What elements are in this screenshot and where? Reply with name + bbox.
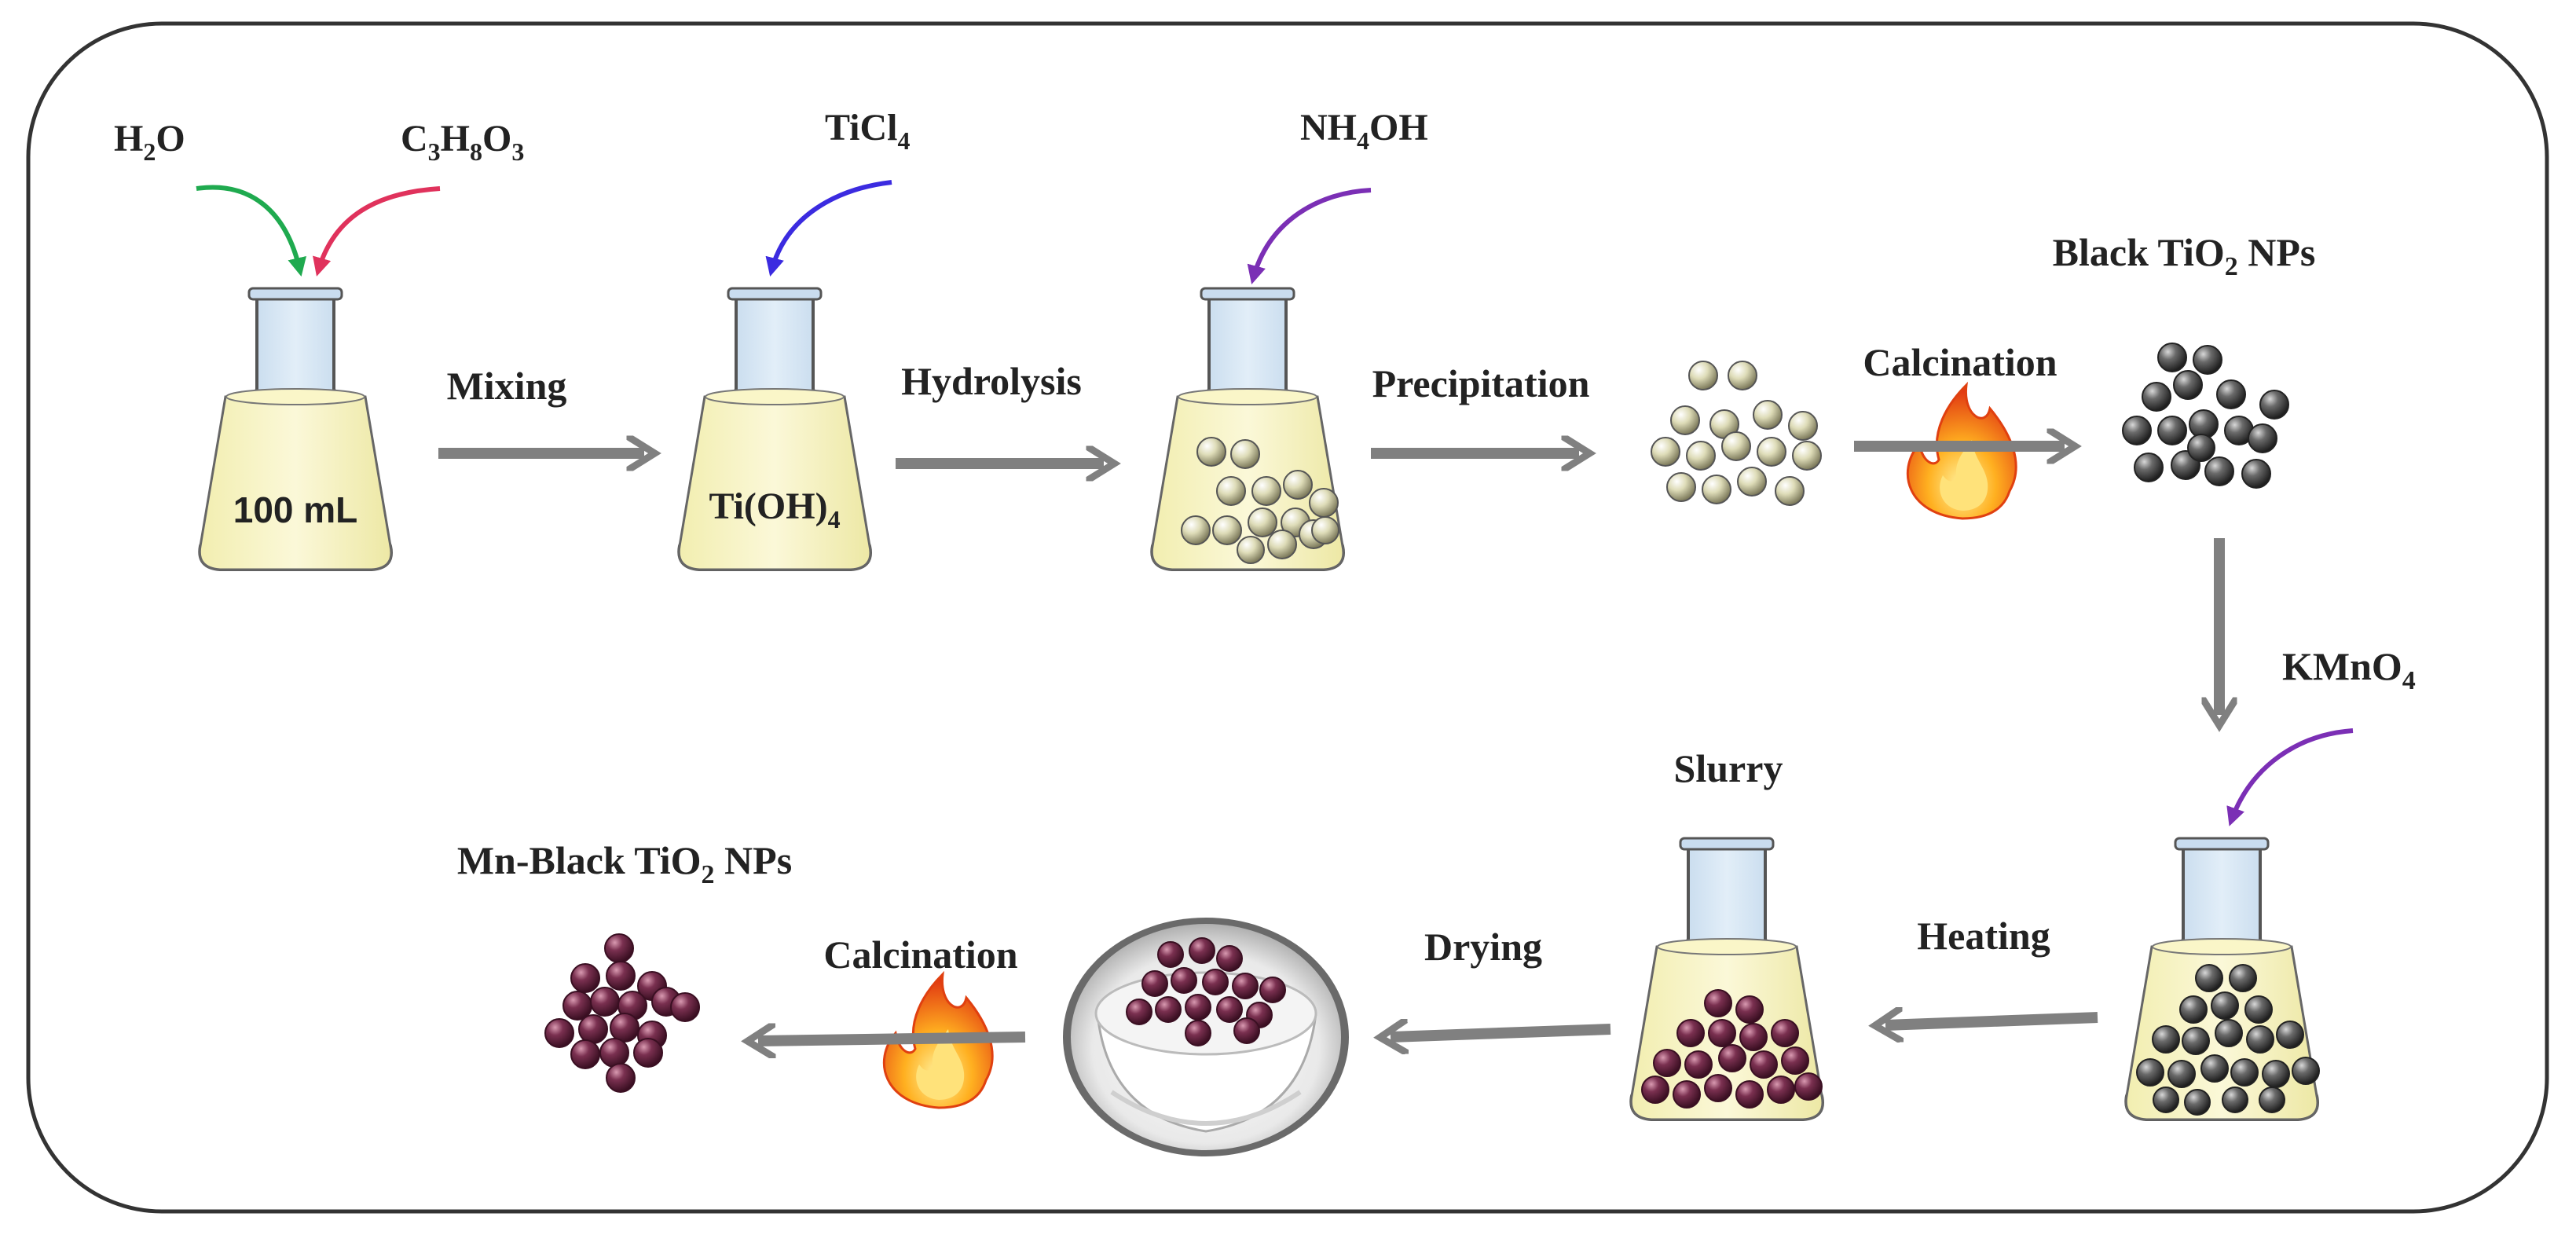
step-hydrolysis-label: Hydrolysis (901, 359, 1082, 403)
drying-arrow (1391, 1029, 1611, 1037)
flask-icon (198, 287, 393, 571)
flask2-content-label: Ti(OH)4 (709, 486, 840, 533)
flask-icon (677, 287, 872, 571)
flask1-volume-label: 100 mL (233, 489, 358, 530)
calcination2-arrow (758, 1037, 1026, 1041)
product-slurry-label: Slurry (1674, 746, 1783, 790)
reagent-nh4oh-label: NH4OH (1300, 107, 1428, 155)
step-heating-label: Heating (1917, 914, 2050, 958)
flask-icon (1629, 837, 1824, 1121)
diagram-frame (26, 21, 2549, 1214)
reagent-ticl4-label: TiCl4 (825, 107, 910, 155)
nanoparticle-cluster-icon (1651, 361, 1822, 506)
step-mixing-label: Mixing (447, 364, 567, 408)
reagent-kmno4-label: KMnO4 (2282, 644, 2416, 695)
flask-icon (1150, 287, 1345, 571)
product-black-tio2-label: Black TiO2 NPs (2053, 230, 2316, 281)
flask-icon (2124, 837, 2320, 1121)
glycerol-addition-arrow (313, 186, 441, 277)
nanoparticle-cluster-icon (2122, 343, 2289, 489)
mortar-icon (1063, 918, 1349, 1156)
step-precipitation-label: Precipitation (1372, 361, 1590, 405)
nanoparticle-cluster-icon (544, 933, 700, 1093)
product-mn-black-tio2-label: Mn-Black TiO2 NPs (457, 838, 792, 889)
ticl4-addition-arrow (765, 180, 892, 277)
step-calcination2-label: Calcination (823, 933, 1017, 977)
step-calcination1-label: Calcination (1863, 340, 2057, 384)
water-addition-arrow (196, 185, 306, 277)
kmno4-addition-arrow (2226, 728, 2354, 826)
nh4oh-addition-arrow (1247, 188, 1372, 284)
reagent-water-label: H2O (114, 118, 185, 166)
heating-arrow (1885, 1017, 2098, 1025)
step-drying-label: Drying (1424, 925, 1542, 969)
reagent-glycerol-label: C3H8O3 (401, 118, 524, 166)
